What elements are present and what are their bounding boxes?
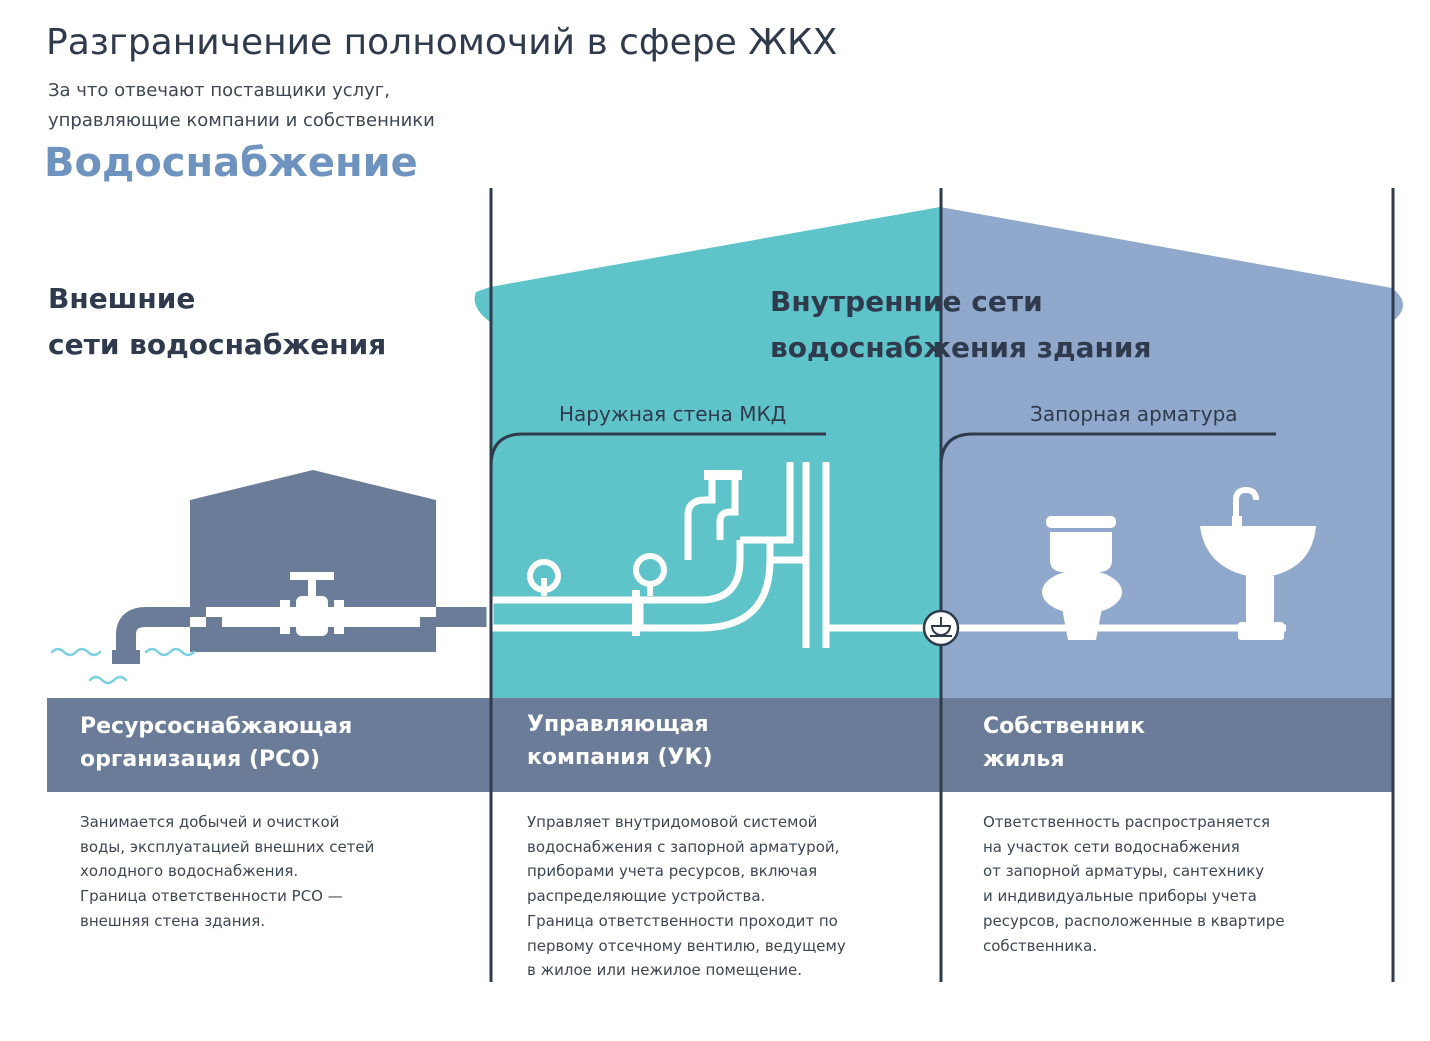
internal-networks-heading: Внутренние сети водоснабжения здания: [770, 285, 1152, 364]
pipe-joint-left-b: [206, 617, 222, 627]
shutoff-connector: [939, 432, 1276, 467]
rso-label: Ресурсоснабжающая организация (РСО): [80, 714, 353, 772]
pump-station-icon: [190, 470, 436, 652]
uk-piping: [486, 462, 940, 648]
pipe-joint-right-a: [404, 607, 420, 617]
outer-wall-connector: [489, 432, 826, 467]
section-title: Водоснабжение: [44, 140, 418, 186]
uk-label: Управляющая компания (УК): [527, 712, 713, 770]
outer-wall-label: Наружная стена МКД: [559, 402, 787, 426]
subtitle-line-1: За что отвечают поставщики услуг,: [48, 80, 390, 101]
intake-pipe: [116, 607, 190, 660]
uk-description: Управляет внутридомовой системой водосна…: [527, 813, 846, 980]
shutoff-valve-icon: [922, 609, 960, 647]
water-waves-icon: [50, 647, 196, 685]
band-rso: [47, 698, 490, 792]
external-networks-heading: Внешние сети водоснабжения: [48, 282, 387, 361]
owner-zone-area: [940, 207, 1403, 698]
page-title: Разграничение полномочий в сфере ЖКХ: [46, 22, 838, 63]
owner-description: Ответственность распространяется на учас…: [983, 813, 1285, 955]
toilet-icon: [1042, 516, 1122, 640]
owner-label: Собственник жилья: [983, 714, 1146, 772]
band-owner: [940, 698, 1392, 792]
intake-pipe-mouth: [112, 650, 140, 664]
subtitle-line-2: управляющие компании и собственники: [48, 110, 435, 131]
gate-valve-icon: [280, 572, 344, 636]
shutoff-label: Запорная арматура: [1030, 402, 1238, 426]
pipe-outside-segment: [436, 607, 490, 627]
band-uk: [490, 698, 940, 792]
sink-icon: [1200, 486, 1316, 640]
pipe-joint-right-b: [420, 617, 436, 627]
pipe-joint-left-a: [190, 607, 206, 617]
rso-description: Занимается добычей и очисткой воды, эксп…: [80, 813, 375, 930]
